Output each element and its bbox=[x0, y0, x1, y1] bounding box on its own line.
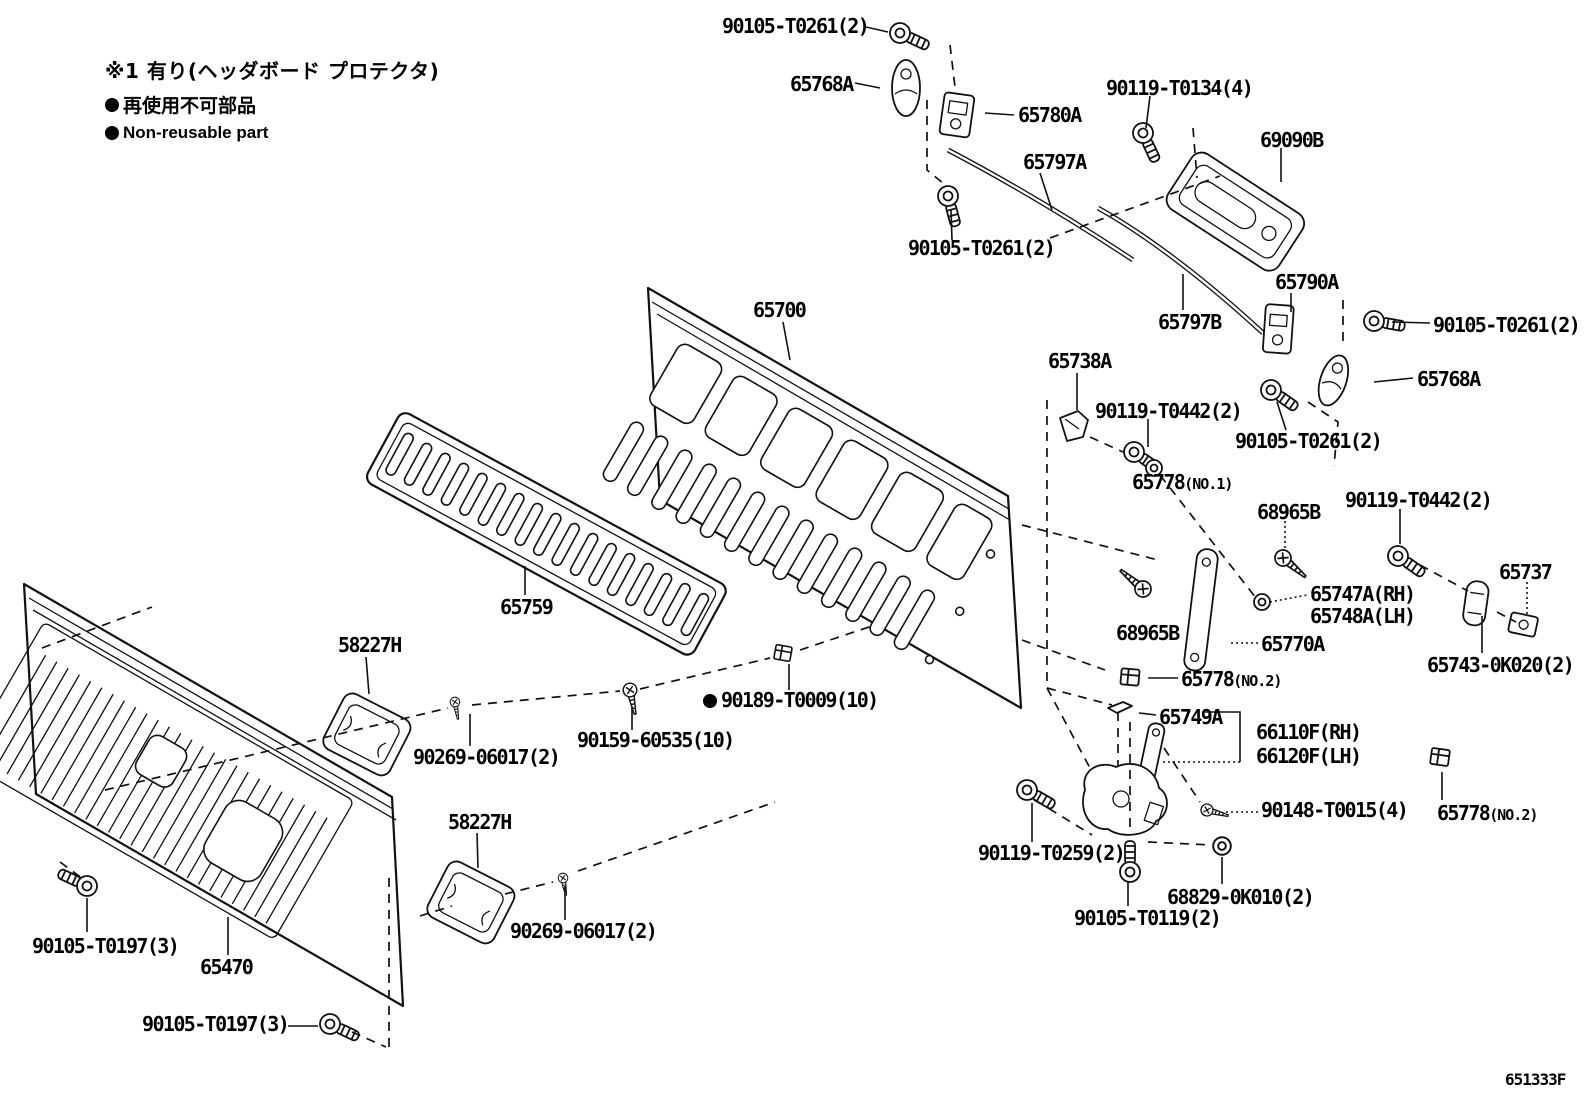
part-label-68965B: 68965B bbox=[1257, 500, 1321, 524]
bullet-icon bbox=[105, 97, 119, 112]
legend-note-nonreusable-en: Non-reusable part bbox=[105, 123, 439, 143]
latch-65780a bbox=[938, 91, 976, 139]
part-label-90119-T0442(2): 90119-T0442(2) bbox=[1095, 399, 1243, 423]
part-label-66110F(RH): 66110F(RH) bbox=[1256, 720, 1362, 744]
panel-65700-outline bbox=[602, 286, 1023, 710]
legend-note-headboard: ※1 有り(ヘッダボード プロテクタ) bbox=[105, 59, 440, 83]
part-label-65747A(RH): 65747A(RH) bbox=[1310, 582, 1416, 606]
part-label-65470: 65470 bbox=[200, 955, 254, 979]
part-label-68965B: 68965B bbox=[1116, 621, 1180, 645]
plate-58227h-upper bbox=[322, 692, 412, 777]
legend-note-nonreusable-jp: 再使用不可部品 bbox=[105, 91, 439, 118]
striker-65768a-right bbox=[1317, 354, 1350, 407]
part-label-90105-T0261(2): 90105-T0261(2) bbox=[1235, 429, 1383, 453]
part-label-65778: 65778(NO.2) bbox=[1181, 667, 1282, 691]
part-label-65738A: 65738A bbox=[1048, 349, 1112, 373]
part-label-65778: 65778(NO.2) bbox=[1437, 801, 1538, 825]
part-label-65768A: 65768A bbox=[1417, 367, 1481, 391]
part-label-90105-T0197(3): 90105-T0197(3) bbox=[142, 1012, 290, 1036]
part-label-65743-0K020(2): 65743-0K020(2) bbox=[1427, 653, 1575, 677]
part-label-65748A(LH): 65748A(LH) bbox=[1310, 604, 1416, 628]
plate-58227h-lower bbox=[426, 860, 516, 945]
clip-65749a bbox=[1107, 701, 1133, 714]
hinge-66110f bbox=[1082, 722, 1168, 836]
part-label-90119-T0259(2): 90119-T0259(2) bbox=[978, 841, 1126, 865]
part-label-65797B: 65797B bbox=[1158, 310, 1222, 334]
clip-65738a bbox=[1059, 410, 1089, 442]
part-label-69090B: 69090B bbox=[1260, 128, 1324, 152]
part-label-65770A: 65770A bbox=[1261, 632, 1325, 656]
part-label-58227H: 58227H bbox=[338, 633, 402, 657]
part-label-90269-06017(2): 90269-06017(2) bbox=[413, 745, 561, 769]
part-label-65778: 65778(NO.1) bbox=[1132, 470, 1233, 494]
part-label-90105-T0261(2): 90105-T0261(2) bbox=[722, 14, 870, 38]
part-label-65759: 65759 bbox=[500, 595, 554, 619]
part-label-65737: 65737 bbox=[1499, 560, 1553, 584]
drawing-code: 651333F bbox=[1505, 1070, 1566, 1089]
clip-65743 bbox=[1462, 580, 1490, 627]
part-label-68829-0K010(2): 68829-0K010(2) bbox=[1167, 885, 1315, 909]
part-label-90105-T0261(2): 90105-T0261(2) bbox=[1433, 313, 1581, 337]
bullet-icon bbox=[703, 694, 717, 708]
part-label-90105-T0119(2): 90105-T0119(2) bbox=[1074, 906, 1222, 930]
panel-65759-outline bbox=[365, 412, 727, 656]
part-label-65768A: 65768A bbox=[790, 72, 854, 96]
part-label-90105-T0261(2): 90105-T0261(2) bbox=[908, 236, 1056, 260]
part-label-65700: 65700 bbox=[753, 298, 807, 322]
legend: ※1 有り(ヘッダボード プロテクタ) 再使用不可部品 Non-reusable… bbox=[105, 55, 439, 143]
latch-65790a bbox=[1262, 303, 1295, 355]
stay-65770a bbox=[1183, 548, 1219, 672]
part-label-58227H: 58227H bbox=[448, 810, 512, 834]
part-label-90148-T0015(4): 90148-T0015(4) bbox=[1261, 798, 1409, 822]
part-label-66120F(LH): 66120F(LH) bbox=[1256, 744, 1362, 768]
part-label-90119-T0442(2): 90119-T0442(2) bbox=[1345, 488, 1493, 512]
striker-65768a-top bbox=[891, 59, 921, 117]
bullet-icon bbox=[105, 126, 119, 140]
part-label-65797A: 65797A bbox=[1023, 150, 1087, 174]
bracket-65737 bbox=[1507, 611, 1539, 638]
part-label-65749A: 65749A bbox=[1159, 705, 1223, 729]
part-label-90105-T0197(3): 90105-T0197(3) bbox=[32, 934, 180, 958]
part-label-90159-60535(10): 90159-60535(10) bbox=[577, 728, 735, 752]
part-label-90269-06017(2): 90269-06017(2) bbox=[510, 919, 658, 943]
part-label-90119-T0134(4): 90119-T0134(4) bbox=[1106, 76, 1254, 100]
part-label-90189-T0009(10): 90189-T0009(10) bbox=[703, 690, 879, 710]
part-label-65780A: 65780A bbox=[1018, 103, 1082, 127]
part-label-65790A: 65790A bbox=[1275, 270, 1339, 294]
